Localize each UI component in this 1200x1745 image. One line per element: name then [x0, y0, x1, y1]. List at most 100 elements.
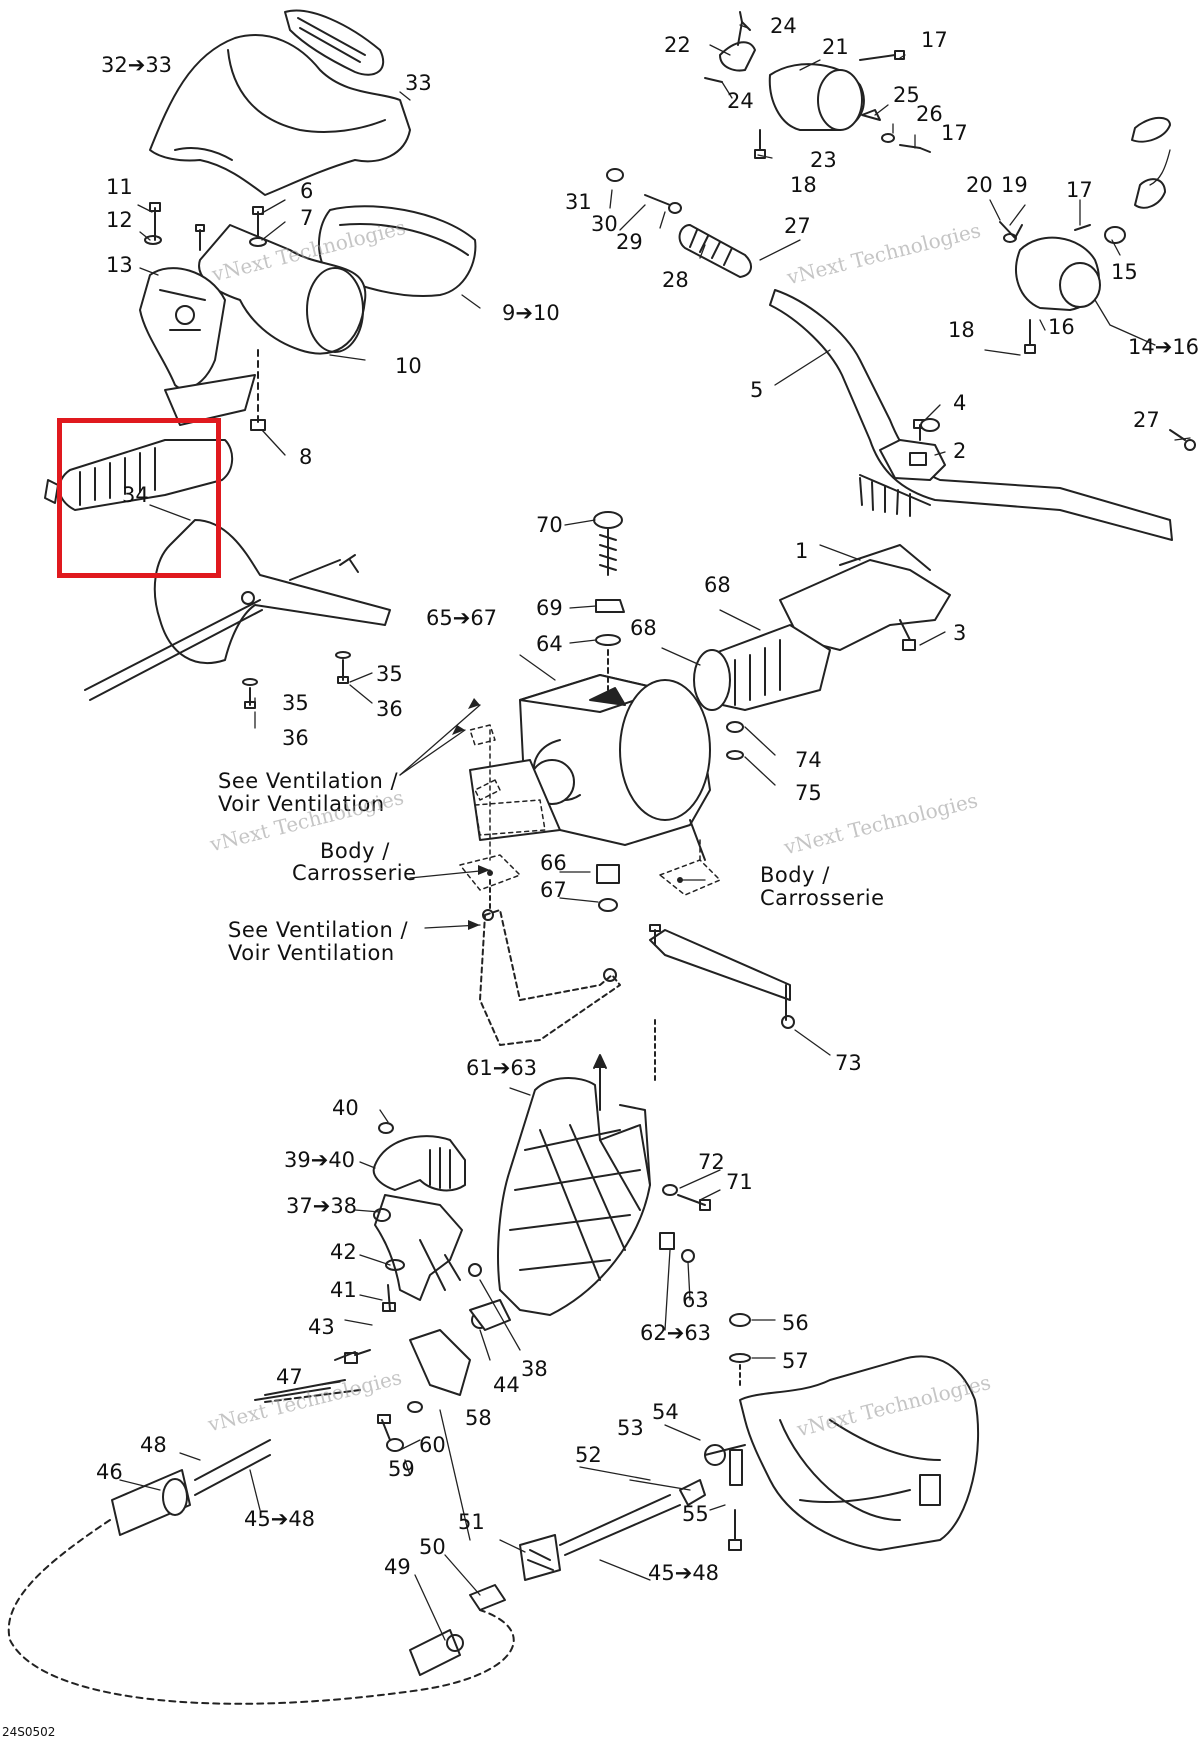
support-rod-part-73 — [649, 924, 795, 1029]
part-label-42: 42 — [330, 1240, 357, 1264]
part-label-25: 25 — [893, 83, 920, 107]
part-label-21: 21 — [822, 35, 849, 59]
part-label-61-63: 61➔63 — [466, 1056, 538, 1080]
fasteners-center — [593, 511, 744, 912]
cable-clamp-part-39 — [372, 1122, 482, 1312]
note-body-2: Body / — [760, 863, 830, 887]
part-label-44: 44 — [493, 1373, 520, 1397]
part-label-40: 40 — [332, 1096, 359, 1120]
part-label-75: 75 — [795, 781, 822, 805]
part-label-69: 69 — [536, 596, 563, 620]
part-label-57: 57 — [782, 1349, 809, 1373]
clamp-part-2 — [879, 419, 946, 481]
part-label-37-38: 37➔38 — [286, 1194, 358, 1218]
part-label-18b: 18 — [948, 318, 975, 342]
part-label-7: 7 — [300, 206, 314, 230]
part-label-32-33: 32➔33 — [101, 53, 173, 77]
part-label-27b: 27 — [1133, 408, 1160, 432]
part-label-38: 38 — [521, 1357, 548, 1381]
part-label-68b: 68 — [630, 616, 657, 640]
handlebar-part-5 — [769, 289, 1196, 541]
hand-grip-part-28 — [606, 168, 752, 278]
part-label-67: 67 — [540, 878, 567, 902]
part-label-17b: 17 — [941, 121, 968, 145]
part-label-55: 55 — [682, 1502, 709, 1526]
part-label-15: 15 — [1111, 260, 1138, 284]
part-label-45-48a: 45➔48 — [244, 1507, 316, 1531]
cable-anchor-part-58 — [334, 1299, 511, 1452]
part-label-49: 49 — [384, 1555, 411, 1579]
part-label-2: 2 — [953, 439, 967, 463]
fasteners-right — [741, 21, 1017, 432]
part-label-50: 50 — [419, 1535, 446, 1559]
jet-nozzle-part-54 — [729, 1313, 980, 1551]
part-label-39-40: 39➔40 — [284, 1148, 356, 1172]
part-label-16: 16 — [1048, 315, 1075, 339]
part-label-13: 13 — [106, 253, 133, 277]
handle-pad-part-10 — [318, 205, 477, 297]
part-label-53: 53 — [617, 1416, 644, 1440]
body-mount-outline — [459, 724, 721, 896]
part-label-65-67: 65➔67 — [426, 606, 498, 630]
part-label-19: 19 — [1001, 173, 1028, 197]
part-label-36a: 36 — [282, 726, 309, 750]
steering-cable-part-45 — [7, 1379, 746, 1705]
part-label-73: 73 — [835, 1051, 862, 1075]
part-label-3: 3 — [953, 621, 967, 645]
part-label-24b: 24 — [727, 89, 754, 113]
part-label-45-48b: 45➔48 — [648, 1561, 720, 1585]
part-label-30: 30 — [591, 212, 618, 236]
part-label-14-16: 14➔16 — [1128, 335, 1200, 359]
part-label-52: 52 — [575, 1443, 602, 1467]
part-label-70: 70 — [536, 513, 563, 537]
part-label-33: 33 — [405, 71, 432, 95]
hand-grip-part-34 — [44, 374, 256, 511]
part-label-22: 22 — [664, 33, 691, 57]
part-label-20: 20 — [966, 173, 993, 197]
part-label-68a: 68 — [704, 573, 731, 597]
part-label-1: 1 — [795, 539, 809, 563]
steering-cover-part-33 — [149, 9, 411, 196]
part-label-35b: 35 — [376, 662, 403, 686]
instrument-pod-part-21 — [704, 11, 921, 159]
part-label-46: 46 — [96, 1460, 123, 1484]
part-label-11: 11 — [106, 175, 133, 199]
part-label-47: 47 — [276, 1365, 303, 1389]
leader-arrowheads — [452, 698, 683, 930]
part-label-56: 56 — [782, 1311, 809, 1335]
note-see-ventilation-1: See Ventilation / — [218, 769, 399, 793]
part-label-5: 5 — [750, 378, 764, 402]
part-label-71: 71 — [726, 1170, 753, 1194]
note-carrosserie-2: Carrosserie — [760, 886, 885, 910]
part-label-28: 28 — [662, 268, 689, 292]
highlight-box-part-34 — [57, 418, 221, 578]
part-label-12: 12 — [106, 208, 133, 232]
part-label-24a: 24 — [770, 14, 797, 38]
part-label-59: 59 — [388, 1457, 415, 1481]
part-label-26: 26 — [916, 102, 943, 126]
cable-guide-part-61 — [497, 1019, 711, 1316]
part-label-43: 43 — [308, 1315, 335, 1339]
part-label-17c: 17 — [1066, 178, 1093, 202]
note-body-1: Body / — [320, 839, 390, 863]
part-label-9-10: 9➔10 — [502, 301, 560, 325]
handle-housing-part-10 — [139, 224, 367, 390]
part-label-29: 29 — [616, 230, 643, 254]
part-label-58: 58 — [465, 1406, 492, 1430]
part-label-54: 54 — [652, 1400, 679, 1424]
part-label-31: 31 — [565, 190, 592, 214]
note-voir-ventilation-2: Voir Ventilation — [228, 941, 395, 965]
part-label-23: 23 — [810, 148, 837, 172]
part-label-51: 51 — [458, 1510, 485, 1534]
part-label-36b: 36 — [376, 697, 403, 721]
note-see-ventilation-2: See Ventilation / — [228, 918, 409, 942]
part-label-72: 72 — [698, 1150, 725, 1174]
part-label-66: 66 — [540, 851, 567, 875]
part-label-6: 6 — [300, 179, 314, 203]
steering-column-part-1 — [693, 544, 951, 711]
part-label-48: 48 — [140, 1433, 167, 1457]
part-label-18a: 18 — [790, 173, 817, 197]
part-label-62-63: 62➔63 — [640, 1321, 712, 1345]
note-carrosserie-1: Carrosserie — [292, 861, 417, 885]
